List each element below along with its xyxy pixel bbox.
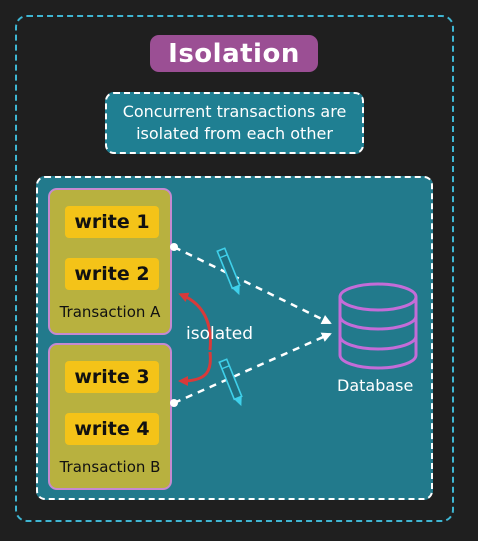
isolation-arrow-icon (178, 292, 212, 351)
outer-frame (15, 15, 454, 522)
write-1-block: write 1 (65, 206, 159, 238)
connector-b-to-database (173, 332, 332, 405)
transaction-b-box: write 3 write 4 Transaction B (48, 343, 172, 490)
title-text: Isolation (168, 38, 300, 69)
database-label: Database (337, 376, 414, 395)
connector-a-dot (170, 243, 178, 251)
database-icon (338, 282, 418, 370)
subtitle-line-2: isolated from each other (136, 124, 333, 143)
pencil-icon (216, 247, 241, 296)
transaction-a-box: write 1 write 2 Transaction A (48, 188, 172, 335)
title-pill: Isolation (150, 35, 318, 72)
connector-b-dot (170, 399, 178, 407)
subtitle-line-1: Concurrent transactions are (122, 102, 347, 121)
write-4-block: write 4 (65, 413, 159, 445)
isolated-label: isolated (186, 324, 254, 344)
transaction-b-label: Transaction B (59, 458, 161, 476)
connector-a-to-database (173, 245, 332, 325)
isolation-arrow-icon (178, 351, 212, 386)
pencil-icon (218, 358, 243, 407)
write-3-block: write 3 (65, 361, 159, 393)
write-2-block: write 2 (65, 258, 159, 290)
transaction-a-label: Transaction A (59, 303, 161, 321)
subtitle-box: Concurrent transactions are isolated fro… (105, 92, 364, 154)
